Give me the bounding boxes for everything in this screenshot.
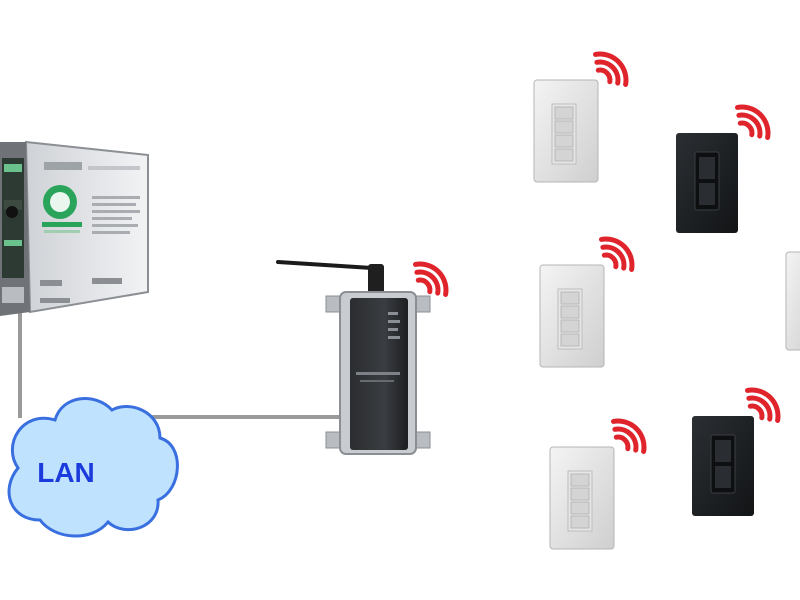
- wireless-signal-icon: [735, 104, 771, 140]
- wireless-signal-icon: [599, 236, 635, 272]
- black-switch: [692, 416, 754, 516]
- wireless-signal-icon: [611, 418, 647, 454]
- wireless-gateway: [276, 260, 431, 455]
- wireless-signal-icon: [593, 51, 629, 87]
- wireless-switches: [533, 79, 800, 550]
- antenna-icon: [276, 260, 374, 270]
- cables: [18, 308, 340, 419]
- white-switch-partial: [785, 251, 800, 351]
- wireless-signal-icon: [413, 261, 449, 297]
- lan-cloud: LAN: [7, 397, 179, 538]
- black-switch: [676, 133, 738, 233]
- white-switch: [549, 446, 615, 550]
- wireless-signal-icon: [745, 387, 781, 423]
- lighting-control-panel: [0, 140, 149, 316]
- wireless-signals: [413, 51, 781, 454]
- white-switch: [539, 264, 605, 368]
- lan-label: LAN: [37, 457, 95, 488]
- white-switch: [533, 79, 599, 183]
